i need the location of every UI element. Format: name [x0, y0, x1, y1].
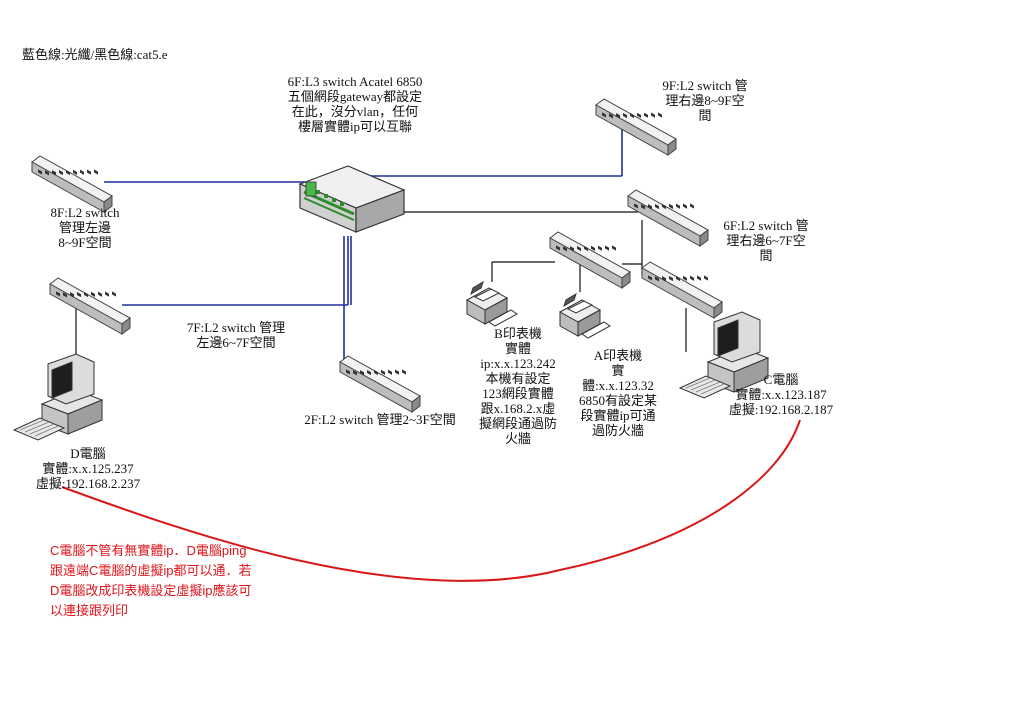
pc-d-label: D電腦 實體:x.x.125.237 虛擬:192.168.2.237: [35, 446, 141, 491]
sw-9f-label: 9F:L2 switch 管 理右邊8~9F空 間: [662, 78, 748, 123]
legend-text: 藍色線:光纖/黑色線:cat5.e: [22, 47, 168, 62]
l2-switch-icon: [49, 277, 131, 335]
printer-icon: [466, 281, 518, 327]
sw-6f-label: 6F:L2 switch 管 理右邊6~7F空 間: [723, 218, 809, 263]
annotation-curve: [61, 419, 801, 582]
copper-links: [75, 211, 687, 354]
l2-switch-icon: [339, 355, 421, 413]
core-switch-label: 6F:L3 switch Acatel 6850 五個網段gateway都設定 …: [287, 74, 423, 134]
l2-switch-icon: [627, 189, 709, 247]
l2-switch-icon: [641, 261, 723, 319]
printer-b-label: B印表機 實體 ip:x.x.123.242 本機有設定 123網段實體 跟x.…: [478, 326, 557, 446]
annotation-note: C電腦不管有無實體ip．D電腦ping 跟遠端C電腦的虛擬ip都可以通．若 D電…: [50, 543, 252, 618]
pc-c-label: C電腦 實體:x.x.123.187 虛擬:192.168.2.187: [728, 372, 834, 417]
l2-switch-icon: [31, 155, 113, 213]
sw-8f-label: 8F:L2 switch 管理左邊 8~9F空間: [50, 205, 120, 250]
sw-2f-label: 2F:L2 switch 管理2~3F空間: [304, 412, 456, 427]
sw-7f-label: 7F:L2 switch 管理 左邊6~7F空間: [186, 320, 286, 350]
fiber-links: [104, 122, 623, 360]
l3-switch-icon: [298, 165, 406, 233]
l2-switch-icon: [549, 231, 631, 289]
computer-icon: [13, 353, 103, 441]
printer-a-label: A印表機 實 體:x.x.123.32 6850有設定某 段實體ip可通 過防火…: [578, 348, 657, 438]
